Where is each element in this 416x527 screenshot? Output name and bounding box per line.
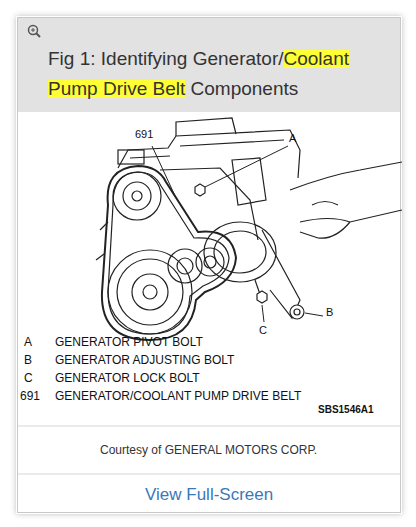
callout-letter: C <box>259 324 267 337</box>
caption: Courtesy of GENERAL MOTORS CORP. <box>100 443 317 457</box>
legend-text: GENERATOR/COOLANT PUMP DRIVE BELT <box>55 389 301 403</box>
line-art <box>204 222 276 282</box>
line-art <box>312 202 338 206</box>
line-art <box>18 474 400 475</box>
line-art <box>113 172 161 220</box>
line-art <box>262 230 300 318</box>
line-art <box>214 231 266 273</box>
line-art <box>152 146 176 198</box>
line-art <box>108 250 192 334</box>
line-art <box>152 146 323 322</box>
line-art <box>290 305 304 319</box>
line-art <box>117 259 183 325</box>
line-art <box>143 285 157 299</box>
line-art <box>205 146 288 187</box>
line-art <box>195 184 205 196</box>
line-art <box>177 258 193 274</box>
legend-key: C <box>24 371 33 385</box>
line-art <box>204 256 216 268</box>
figure-title: Fig 1: Identifying Generator/Coolant Pum… <box>48 44 393 104</box>
line-art <box>33 28 34 32</box>
line-art <box>96 118 402 340</box>
line-art <box>96 222 108 260</box>
callout-letter: B <box>326 306 333 319</box>
callout-letter: A <box>289 132 296 145</box>
legend-text: GENERATOR ADJUSTING BOLT <box>55 353 234 367</box>
line-art <box>132 191 142 201</box>
line-art <box>108 172 229 334</box>
line-art <box>36 33 40 37</box>
legend-text: GENERATOR PIVOT BOLT <box>55 335 203 349</box>
line-art <box>290 162 402 238</box>
line-art <box>160 168 258 240</box>
line-art <box>294 309 300 315</box>
line-art <box>18 426 400 474</box>
line-art <box>18 426 400 427</box>
view-link: View Full-Screen <box>145 485 273 505</box>
line-art <box>102 166 236 340</box>
legend-text: GENERATOR LOCK BOLT <box>55 371 200 385</box>
line-art <box>262 305 264 322</box>
line-art <box>29 26 41 38</box>
line-art <box>176 118 236 136</box>
legend-key: B <box>24 353 32 367</box>
figure-code: SBS1546A1 <box>318 404 374 416</box>
callout-number: 691 <box>135 128 153 141</box>
line-art <box>123 182 151 210</box>
legend-key: A <box>24 335 32 349</box>
legend-key: 691 <box>20 389 40 403</box>
line-art <box>305 313 323 316</box>
line-art <box>196 248 224 276</box>
line-art <box>257 291 267 303</box>
line-art <box>132 274 168 310</box>
line-art <box>118 150 144 164</box>
